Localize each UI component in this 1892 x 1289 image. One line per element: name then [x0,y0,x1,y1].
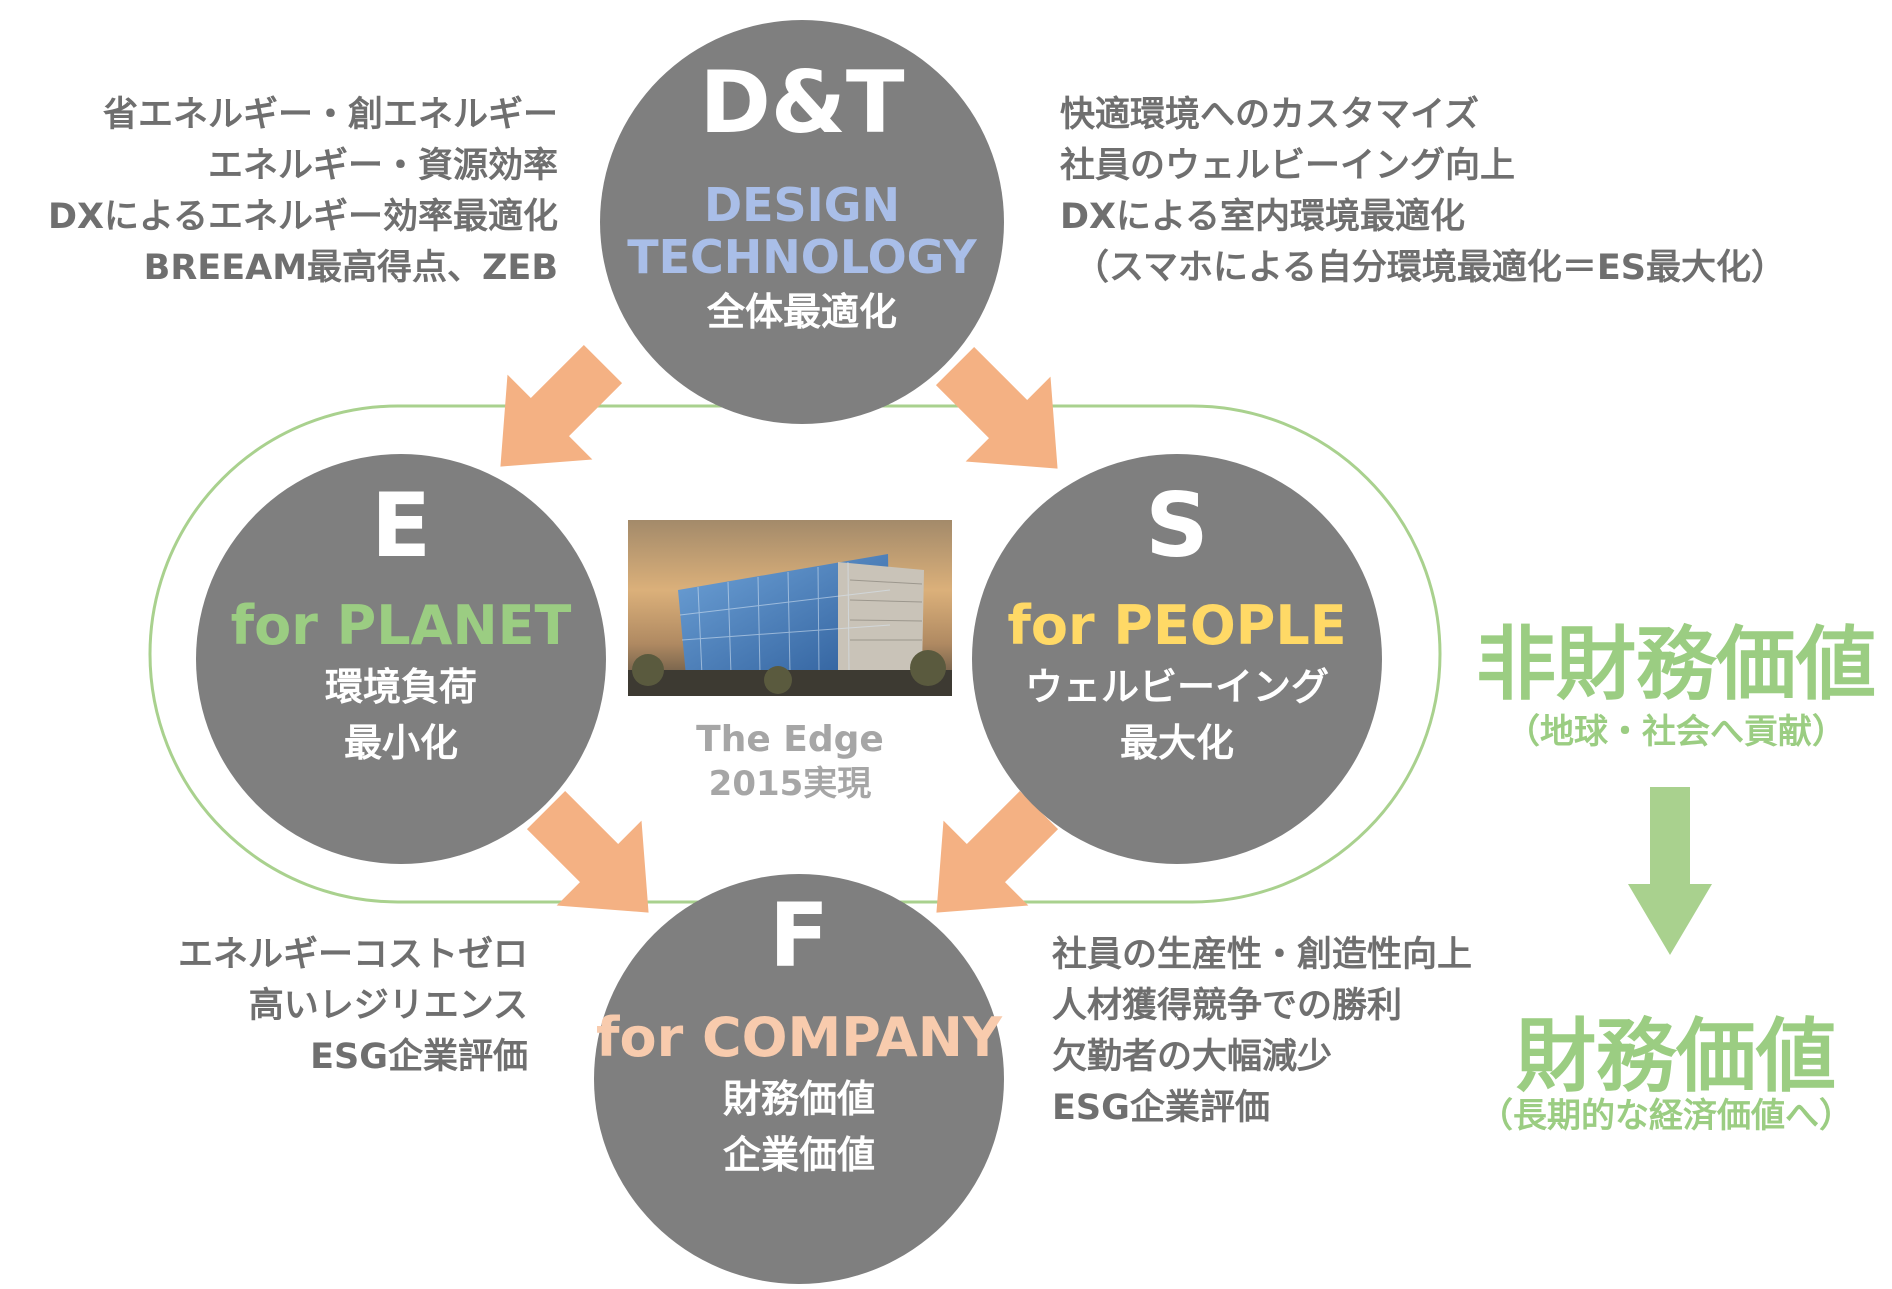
people-benefits-list: 快適環境へのカスタマイズ 社員のウェルビーイング向上 DXによる室内環境最適化 … [1060,90,1786,294]
photo-caption: The Edge 2015実現 [628,718,952,806]
f-company-label: for COMPANY [595,1006,1002,1069]
s-letter: S [1145,474,1209,577]
the-edge-photo [628,520,952,696]
non-financial-value-subtitle: （地球・社会へ貢献） [1506,712,1846,752]
e-impact-label: 環境負荷 [324,665,477,710]
financial-value-title: 財務価値 [1516,1010,1836,1103]
f-letter: F [768,884,830,987]
list-item: 社員のウェルビーイング向上 [1060,146,1516,186]
company-people-list: 社員の生産性・創造性向上 人材獲得競争での勝利 欠勤者の大幅減少 ESG企業評価 [1052,930,1472,1134]
dt-optimization-label: 全体最適化 [706,290,897,335]
list-item: 省エネルギー・創エネルギー [102,95,558,135]
financial-value-subtitle: （長期的な経済価値へ） [1479,1096,1853,1136]
list-item: ESG企業評価 [310,1037,528,1077]
dt-circle: D&T DESIGN TECHNOLOGY 全体最適化 [600,20,1004,424]
list-item: エネルギーコストゼロ [177,935,528,975]
list-item: DXによる室内環境最適化 [1060,197,1465,237]
list-item: （スマホによる自分環境最適化＝ES最大化） [1074,248,1787,288]
arrow-s-to-f [936,790,1059,913]
arrow-dt-to-s [935,346,1058,469]
f-corporate-label: 企業価値 [722,1132,875,1177]
s-circle: S for PEOPLE ウェルビーイング 最大化 [972,454,1382,864]
list-item: DXによるエネルギー効率最適化 [48,197,558,237]
s-maximize-label: 最大化 [1119,720,1234,765]
list-item: 欠勤者の大幅減少 [1052,1037,1333,1077]
e-planet-label: for PLANET [230,594,572,657]
f-circle: F for COMPANY 財務価値 企業価値 [594,874,1004,1284]
e-letter: E [370,474,432,577]
s-people-label: for PEOPLE [1007,594,1347,657]
caption-name: The Edge [696,719,884,760]
dt-letter: D&T [699,53,905,153]
building-illustration [628,520,952,696]
e-minimize-label: 最小化 [343,720,458,765]
list-item: 高いレジリエンス [248,986,528,1026]
list-item: 社員の生産性・創造性向上 [1052,935,1473,975]
company-energy-list: エネルギーコストゼロ 高いレジリエンス ESG企業評価 [178,930,528,1083]
energy-benefits-list: 省エネルギー・創エネルギー エネルギー・資源効率 DXによるエネルギー効率最適化… [48,90,558,294]
s-wellbeing-label: ウェルビーイング [1024,665,1329,710]
list-item: BREEAM最高得点、ZEB [143,248,558,288]
non-financial-value-title: 非財務価値 [1476,618,1876,711]
arrow-e-to-f [526,790,649,913]
list-item: 快適環境へのカスタマイズ [1060,95,1479,135]
value-flow-arrow [1628,787,1712,955]
dt-technology-label: TECHNOLOGY [627,229,977,284]
e-circle: E for PLANET 環境負荷 最小化 [196,454,606,864]
list-item: 人材獲得競争での勝利 [1052,986,1403,1026]
f-financial-label: 財務価値 [722,1077,875,1122]
dt-design-label: DESIGN [703,178,901,232]
arrow-dt-to-e [500,344,623,467]
list-item: エネルギー・資源効率 [207,146,558,186]
list-item: ESG企業評価 [1052,1088,1270,1128]
caption-year: 2015実現 [708,764,872,804]
